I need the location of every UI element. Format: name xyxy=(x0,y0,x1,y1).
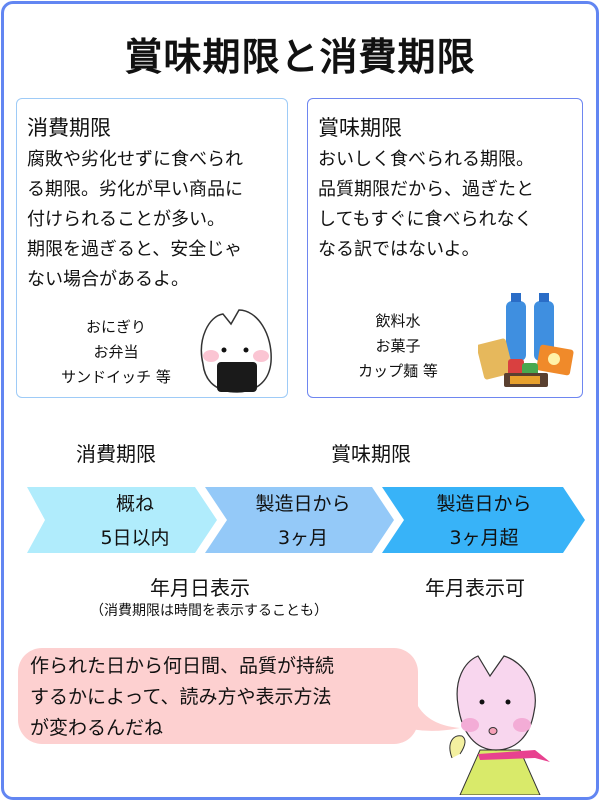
timeline-label-best-before: 賞味期限 xyxy=(331,442,411,466)
page-title: 賞味期限と消費期限 xyxy=(124,35,476,79)
consumption-description: 腐敗や劣化せずに食べられ る期限。劣化が早い商品に 付けられることが多い。 期限… xyxy=(27,145,289,295)
best-before-heading: 賞味期限 xyxy=(318,116,402,140)
bubble-line: 作られた日から何日間、品質が持続 xyxy=(30,655,335,677)
example-item: サンドイッチ 等 xyxy=(61,368,171,386)
speech-bubble xyxy=(18,648,418,744)
timeline-arrows xyxy=(27,487,585,553)
arrow-step-2 xyxy=(205,487,394,553)
step-line: 製造日から xyxy=(436,493,532,515)
desc-line: ない場合があるよ。 xyxy=(27,269,189,290)
example-item: カップ麺 等 xyxy=(358,362,438,380)
arrow-step-1 xyxy=(27,487,217,553)
desc-line: なる訳ではないよ。 xyxy=(318,239,480,260)
desc-line: してもすぐに食べられなく xyxy=(318,209,533,230)
display-ymd: 年月日表示 xyxy=(150,576,250,600)
speech-bubble-text: 作られた日から何日間、品質が持続 するかによって、読み方や表示方法 が変わるんだ… xyxy=(30,651,430,744)
arrow-step-1-text: 概ね 5日以内 xyxy=(55,487,215,553)
best-before-card: 賞味期限 おいしく食べられる期限。 品質期限だから、過ぎたと してもすぐに食べら… xyxy=(307,98,583,398)
step-line: 3ヶ月 xyxy=(277,527,329,549)
example-item: お菓子 xyxy=(375,337,421,355)
step-line: 製造日から xyxy=(255,493,351,515)
desc-line: おいしく食べられる期限。 xyxy=(318,149,534,170)
best-before-description: おいしく食べられる期限。 品質期限だから、過ぎたと してもすぐに食べられなく な… xyxy=(318,145,580,265)
example-item: おにぎり xyxy=(85,318,146,336)
consumption-card: 消費期限 腐敗や劣化せずに食べられ る期限。劣化が早い商品に 付けられることが多… xyxy=(16,98,288,398)
example-item: 飲料水 xyxy=(375,312,421,330)
desc-line: る期限。劣化が早い商品に xyxy=(27,179,243,200)
display-note: （消費期限は時間を表示することも） xyxy=(90,603,328,619)
display-ym: 年月表示可 xyxy=(425,576,525,600)
onigiri-icon xyxy=(200,309,272,393)
best-before-examples: 飲料水 お菓子 カップ麺 等 xyxy=(338,309,458,384)
step-line: 概ね xyxy=(115,493,154,515)
step-line: 5日以内 xyxy=(100,527,170,549)
step-line: 3ヶ月超 xyxy=(449,527,519,549)
desc-line: 品質期限だから、過ぎたと xyxy=(318,179,534,200)
consumption-examples: おにぎり お弁当 サンドイッチ 等 xyxy=(41,315,191,390)
arrow-step-3-text: 製造日から 3ヶ月超 xyxy=(404,487,564,553)
consumption-heading: 消費期限 xyxy=(27,116,111,140)
desc-line: 期限を過ぎると、安全じゃ xyxy=(27,239,243,260)
example-item: お弁当 xyxy=(93,343,139,361)
arrow-step-3 xyxy=(382,487,585,553)
desc-line: 付けられることが多い。 xyxy=(27,209,225,230)
timeline-label-consumption: 消費期限 xyxy=(76,442,156,466)
desc-line: 腐敗や劣化せずに食べられ xyxy=(27,149,243,170)
mascot-character-icon xyxy=(449,655,550,795)
bubble-line: するかによって、読み方や表示方法 xyxy=(30,686,332,708)
arrow-step-2-text: 製造日から 3ヶ月 xyxy=(223,487,383,553)
bubble-line: が変わるんだね xyxy=(30,717,164,739)
water-snacks-cans-icon xyxy=(478,293,574,387)
